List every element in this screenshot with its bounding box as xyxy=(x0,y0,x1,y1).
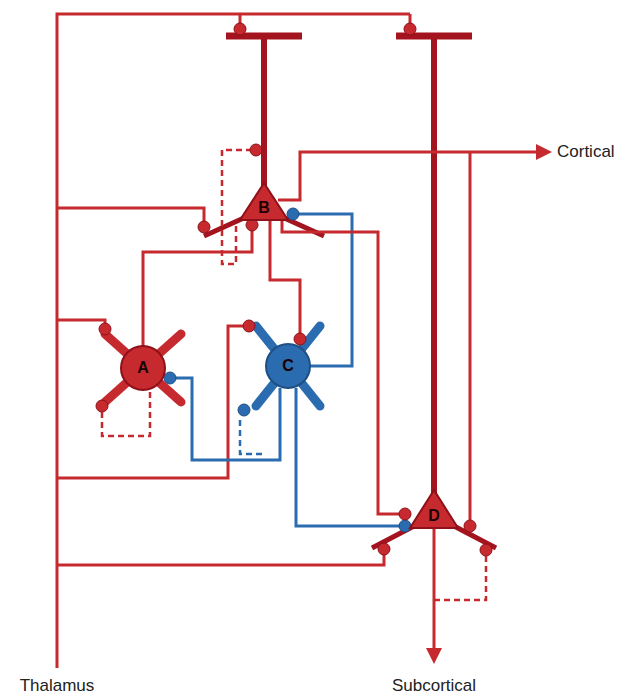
axon-connector xyxy=(270,220,300,344)
synapse-bouton xyxy=(480,544,492,556)
synapse-bouton xyxy=(464,520,476,532)
synaptic-connection xyxy=(164,372,280,460)
neuron-label: A xyxy=(137,359,149,377)
axon-connector xyxy=(296,388,410,526)
synapse-bouton xyxy=(238,404,250,416)
synapse-bouton xyxy=(294,333,306,345)
axon-connector xyxy=(165,378,280,460)
recurrent-collaterals xyxy=(102,150,486,600)
soma-shape xyxy=(121,346,165,390)
pathway-label: Subcortical xyxy=(392,676,476,696)
synapse-boutons xyxy=(96,23,492,556)
axon-connector xyxy=(288,214,352,366)
soma-shape xyxy=(240,183,288,220)
neuron-soma: C xyxy=(266,344,310,388)
synaptic-connection xyxy=(296,388,411,532)
recurrent-collateral xyxy=(240,416,262,454)
pyramidal-dendrites xyxy=(204,36,496,548)
synaptic-connection xyxy=(143,219,258,346)
recurrent-collateral xyxy=(222,150,250,264)
apical-dendrite xyxy=(431,36,437,494)
output-axons xyxy=(278,152,540,650)
round-soma xyxy=(266,344,310,388)
synapse-bouton xyxy=(96,400,108,412)
synapse-bouton xyxy=(399,520,411,532)
pathway-label: Thalamus xyxy=(20,676,95,696)
recurrent-collateral xyxy=(434,556,486,600)
neuron-soma: B xyxy=(240,183,288,220)
synapse-bouton xyxy=(378,543,390,555)
synapse-bouton xyxy=(164,372,176,384)
neuron-soma: D xyxy=(410,490,458,528)
synapse-bouton xyxy=(99,323,111,335)
neuron-label: C xyxy=(282,357,294,375)
neuron-label: D xyxy=(428,507,440,525)
soma-shape xyxy=(410,490,458,528)
arrow-head xyxy=(536,144,552,160)
axon-connector xyxy=(282,220,410,514)
synaptic-connection xyxy=(270,220,306,345)
thalamic-afferents xyxy=(57,14,410,668)
pathway-label: Cortical xyxy=(557,142,615,162)
synaptic-connection xyxy=(282,220,411,520)
synapse-bouton xyxy=(404,23,416,35)
synapse-bouton xyxy=(234,23,246,35)
recurrent-collateral xyxy=(102,392,150,436)
neuron-soma: A xyxy=(121,346,165,390)
thalamic-axon xyxy=(57,14,410,668)
round-soma xyxy=(121,346,165,390)
soma-shape xyxy=(266,344,310,388)
synapse-bouton xyxy=(399,508,411,520)
synapse-bouton xyxy=(250,144,262,156)
subcortical-axon xyxy=(433,528,436,650)
neuron-label: B xyxy=(258,199,270,217)
synapse-bouton xyxy=(246,219,258,231)
cortical-axon xyxy=(278,152,540,520)
apical-dendrite xyxy=(261,36,267,188)
synapse-bouton xyxy=(287,208,299,220)
axon-connector xyxy=(143,220,252,346)
arrow-head xyxy=(426,648,442,664)
pyramidal-soma xyxy=(240,183,288,220)
synapse-bouton xyxy=(243,320,255,332)
synapse-bouton xyxy=(198,221,210,233)
pyramidal-soma xyxy=(410,490,458,528)
